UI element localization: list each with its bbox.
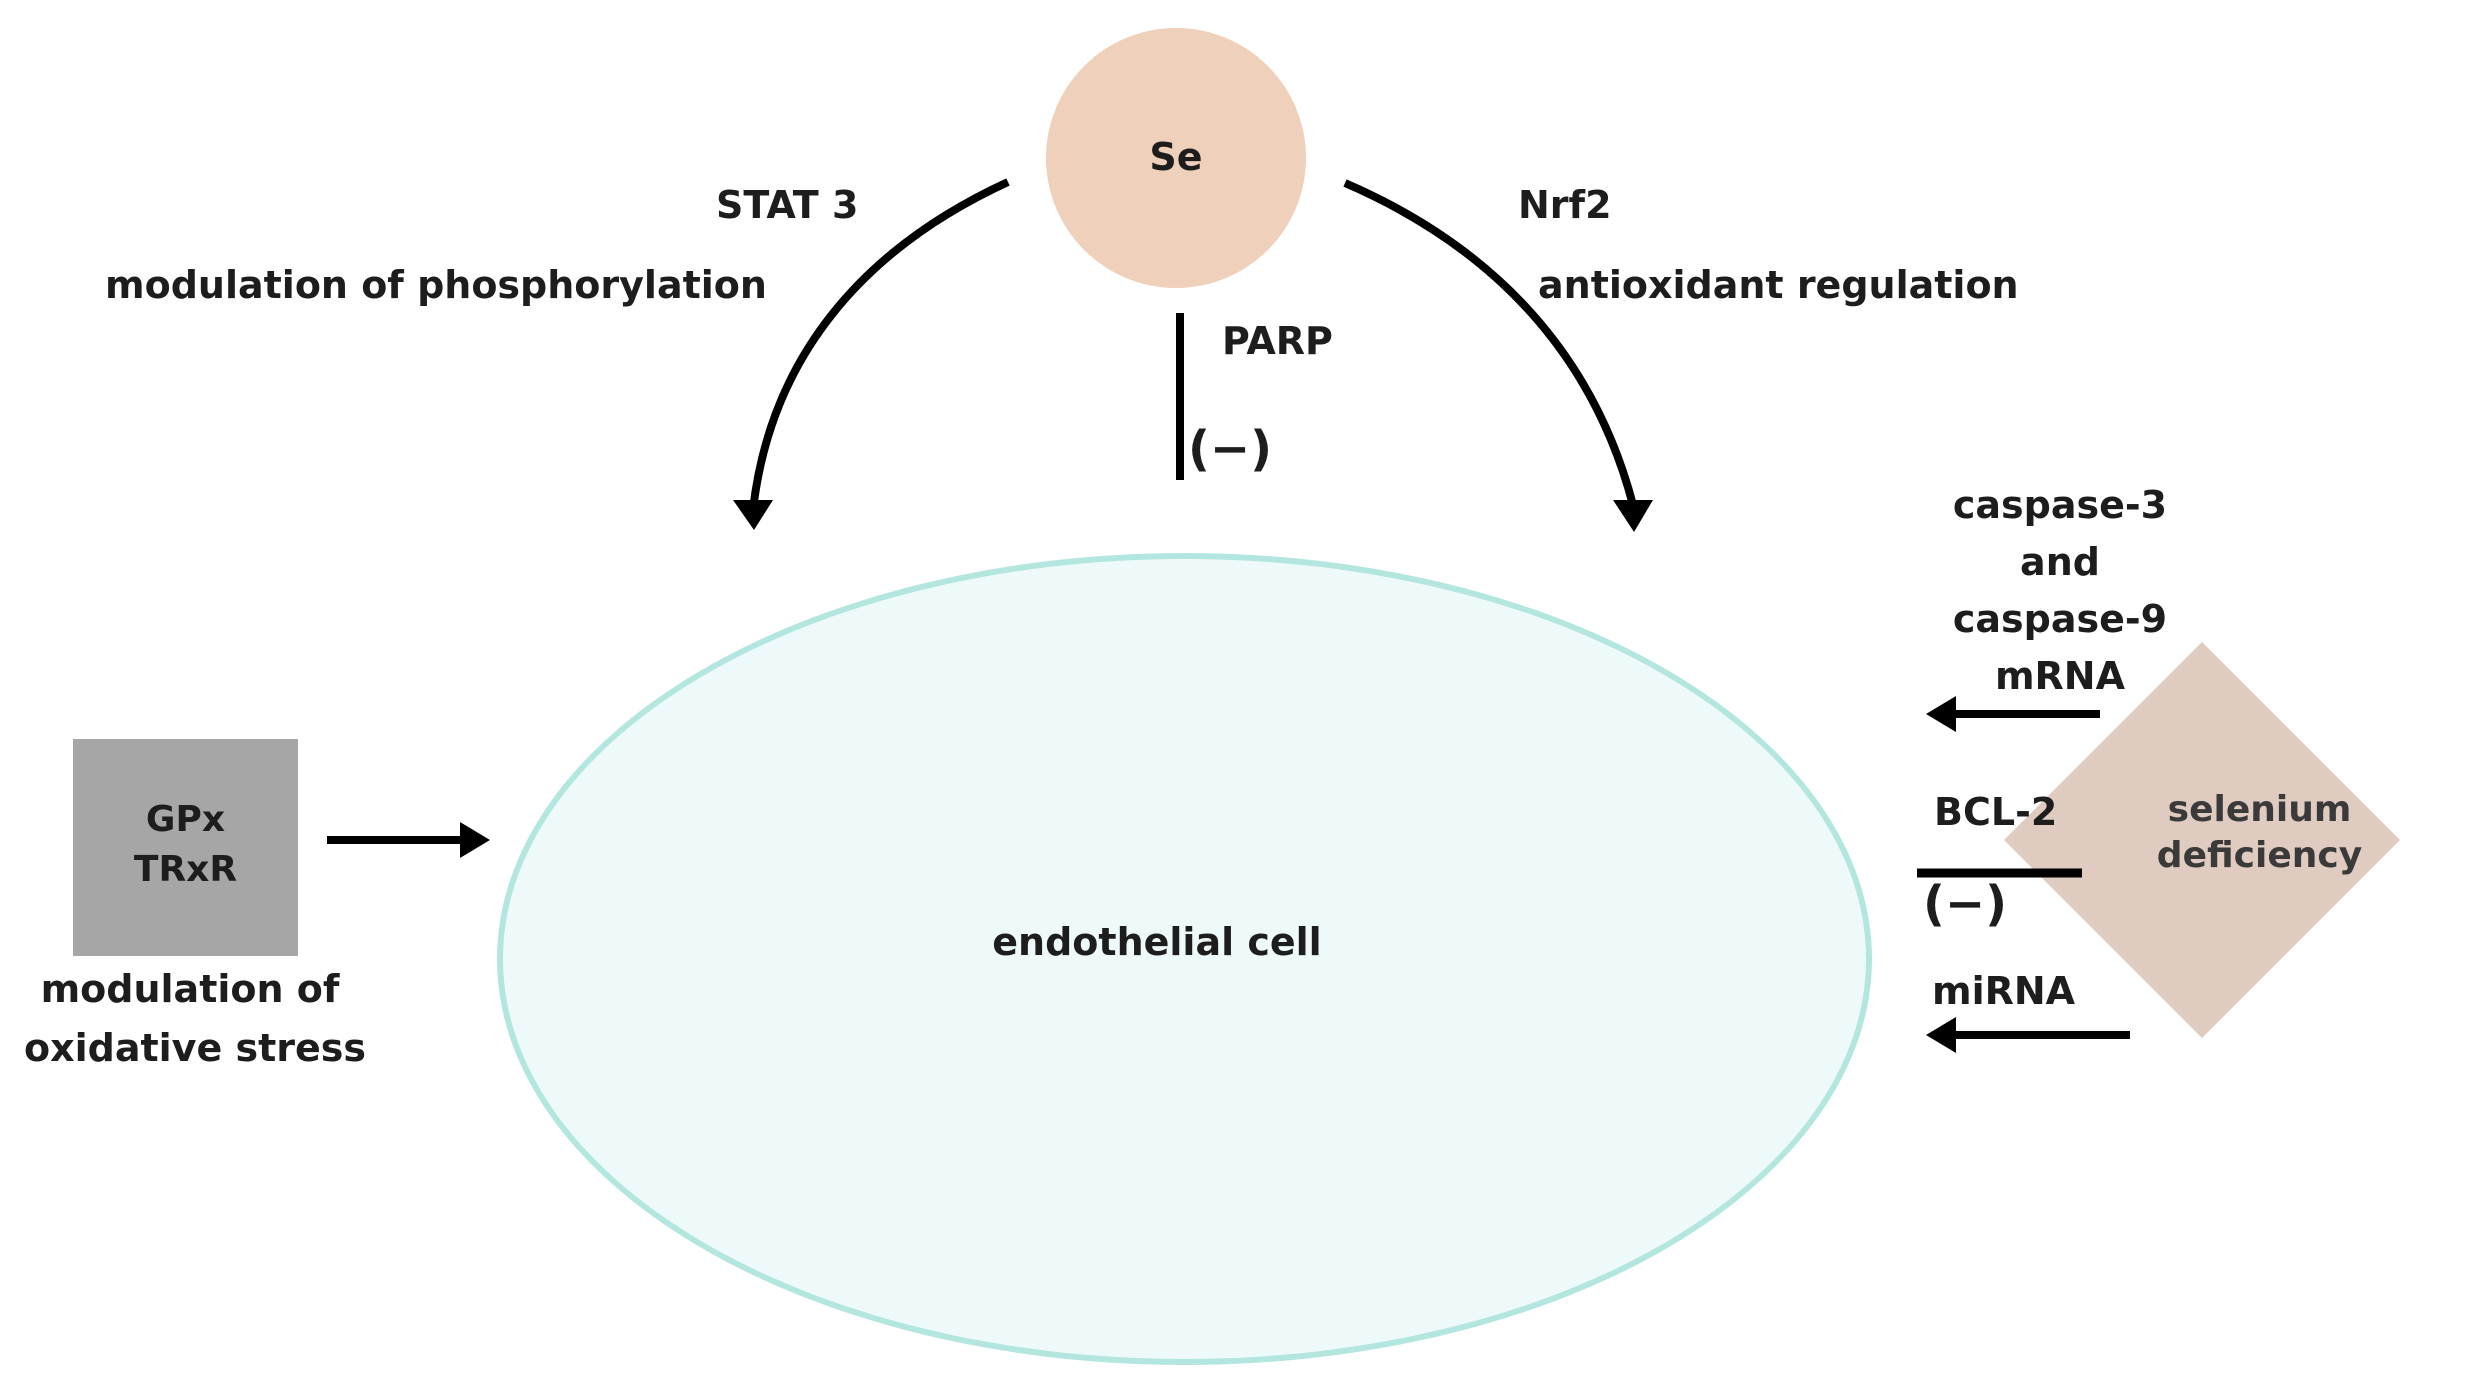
nrf2-label: Nrf2 xyxy=(1518,183,1612,227)
endothelial-cell-node xyxy=(497,553,1872,1365)
stat3-arrow xyxy=(749,178,1010,511)
antioxidant-label: antioxidant regulation xyxy=(1538,263,2019,307)
oxidative-label-line1: modulation of xyxy=(40,967,340,1011)
phosphorylation-label: modulation of phosphorylation xyxy=(105,263,767,307)
caspase-label-line3: caspase-9 xyxy=(1952,597,2168,641)
bcl2-inhibition-sign: (−) xyxy=(1923,876,2008,932)
deficiency-label-line1: selenium xyxy=(2167,789,2352,830)
nrf2-arrow xyxy=(1343,179,1637,507)
deficiency-label-line2: deficiency xyxy=(2156,835,2363,876)
caspase-label-line1: caspase-3 xyxy=(1952,483,2168,527)
gpx-arrowhead xyxy=(460,822,490,858)
caspase-label-line4: mRNA xyxy=(1994,654,2126,698)
mirna-label: miRNA xyxy=(1932,969,2076,1013)
nrf2-arrowhead xyxy=(1613,500,1653,532)
stat3-label: STAT 3 xyxy=(716,183,859,227)
trxr-label: TRxR xyxy=(133,849,238,890)
gpx-trxr-box xyxy=(73,739,298,956)
parp-inhibition-sign: (−) xyxy=(1188,421,1273,477)
selenium-node xyxy=(1046,28,1306,288)
bcl2-label: BCL-2 xyxy=(1934,790,2058,834)
se-label: Se xyxy=(1149,135,1203,179)
oxidative-label-line2: oxidative stress xyxy=(24,1026,366,1070)
caspase-arrowhead xyxy=(1926,696,1956,732)
mirna-arrowhead xyxy=(1926,1017,1956,1053)
stat3-arrowhead xyxy=(733,500,773,530)
caspase-label-line2: and xyxy=(2020,540,2100,584)
cell-label: endothelial cell xyxy=(992,920,1322,964)
parp-label: PARP xyxy=(1222,319,1333,363)
gpx-label: GPx xyxy=(145,799,226,840)
